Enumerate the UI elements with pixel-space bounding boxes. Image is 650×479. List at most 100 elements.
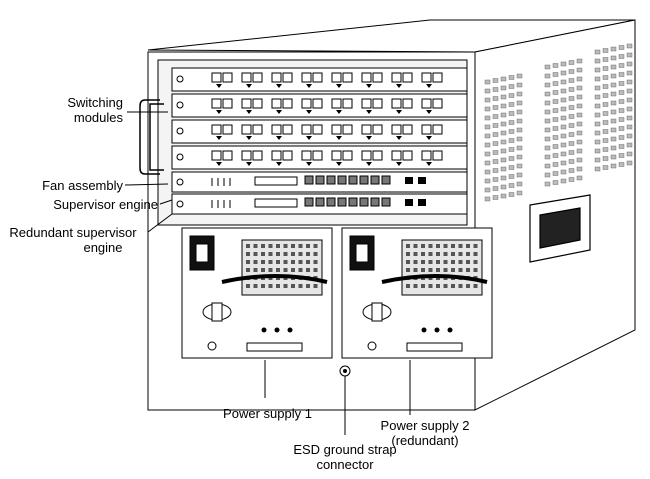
port bbox=[421, 124, 432, 135]
power-supply-1 bbox=[181, 227, 333, 359]
callout-supervisor-engine: Supervisor engine bbox=[53, 197, 158, 212]
label-line: engine bbox=[83, 240, 123, 255]
status-led bbox=[274, 327, 280, 333]
power-inlet-socket bbox=[195, 243, 209, 263]
module-screw bbox=[176, 178, 184, 186]
port bbox=[421, 72, 432, 83]
port bbox=[432, 72, 443, 83]
callout-redundant-supervisor: Redundant supervisor engine bbox=[0, 225, 146, 255]
psu-handle bbox=[381, 274, 488, 284]
port bbox=[312, 150, 323, 161]
port bbox=[222, 150, 233, 161]
label-line: Power supply 2 bbox=[380, 418, 470, 433]
port bbox=[342, 124, 353, 135]
status-led bbox=[421, 327, 427, 333]
port bbox=[331, 72, 342, 83]
port-indicator bbox=[306, 84, 312, 88]
port bbox=[372, 72, 383, 83]
port bbox=[282, 150, 293, 161]
port-indicator bbox=[216, 110, 222, 114]
port bbox=[342, 72, 353, 83]
port bbox=[252, 98, 263, 109]
module-screw bbox=[176, 127, 184, 135]
port-indicator bbox=[396, 84, 402, 88]
status-led bbox=[261, 327, 267, 333]
port-indicator bbox=[366, 84, 372, 88]
port-indicator bbox=[366, 136, 372, 140]
port bbox=[304, 197, 314, 207]
redundant-supervisor-engine bbox=[171, 193, 468, 215]
port bbox=[315, 197, 325, 207]
label-line: (redundant) bbox=[391, 433, 459, 448]
port bbox=[391, 98, 402, 109]
port bbox=[301, 124, 312, 135]
front-handle bbox=[139, 99, 164, 175]
port bbox=[312, 98, 323, 109]
leader-lines bbox=[124, 111, 411, 435]
side-handle bbox=[529, 194, 591, 263]
port bbox=[222, 98, 233, 109]
callout-esd-connector: ESD ground strap connector bbox=[270, 442, 420, 472]
label-line: Switching bbox=[67, 95, 123, 110]
port-indicator bbox=[426, 136, 432, 140]
port-indicator bbox=[276, 136, 282, 140]
port bbox=[361, 72, 372, 83]
port-indicator bbox=[276, 110, 282, 114]
callout-power-supply-1: Power supply 1 bbox=[223, 406, 312, 421]
port-indicator bbox=[336, 136, 342, 140]
port bbox=[331, 98, 342, 109]
port bbox=[282, 124, 293, 135]
port bbox=[402, 124, 413, 135]
switching-module bbox=[171, 119, 468, 144]
psu-handle bbox=[221, 274, 328, 284]
port-indicator bbox=[246, 84, 252, 88]
port-indicator bbox=[366, 110, 372, 114]
port-indicator bbox=[396, 110, 402, 114]
side-vents bbox=[484, 43, 633, 202]
port bbox=[402, 150, 413, 161]
port bbox=[211, 98, 222, 109]
port bbox=[312, 124, 323, 135]
port-indicator bbox=[306, 136, 312, 140]
port bbox=[359, 197, 369, 207]
port bbox=[402, 98, 413, 109]
power-inlet-socket bbox=[355, 243, 369, 263]
port bbox=[348, 197, 358, 207]
port bbox=[282, 72, 293, 83]
port-indicator bbox=[306, 110, 312, 114]
port bbox=[342, 150, 353, 161]
port bbox=[361, 124, 372, 135]
port bbox=[348, 175, 358, 185]
console-port bbox=[418, 199, 426, 206]
label-line: ESD ground strap bbox=[293, 442, 397, 457]
port-indicator bbox=[396, 136, 402, 140]
port bbox=[432, 124, 443, 135]
port bbox=[331, 124, 342, 135]
switching-module bbox=[171, 145, 468, 170]
port bbox=[381, 197, 391, 207]
port bbox=[391, 150, 402, 161]
module-screw bbox=[176, 200, 184, 208]
port bbox=[282, 98, 293, 109]
psu-label-plate bbox=[406, 342, 463, 352]
flash-slot bbox=[254, 198, 298, 208]
port bbox=[211, 150, 222, 161]
port bbox=[271, 150, 282, 161]
port bbox=[241, 124, 252, 135]
callout-power-supply-2: Power supply 2 (redundant) bbox=[365, 418, 485, 448]
module-screw bbox=[176, 75, 184, 83]
port bbox=[361, 150, 372, 161]
port-indicator bbox=[306, 162, 312, 166]
port bbox=[370, 175, 380, 185]
port bbox=[372, 150, 383, 161]
port bbox=[381, 175, 391, 185]
port bbox=[391, 72, 402, 83]
port-indicator bbox=[366, 162, 372, 166]
callout-switching-modules: Switching modules bbox=[55, 95, 123, 125]
port bbox=[252, 124, 263, 135]
status-led bbox=[434, 327, 440, 333]
port-indicator bbox=[336, 162, 342, 166]
port-indicator bbox=[246, 136, 252, 140]
port bbox=[241, 150, 252, 161]
